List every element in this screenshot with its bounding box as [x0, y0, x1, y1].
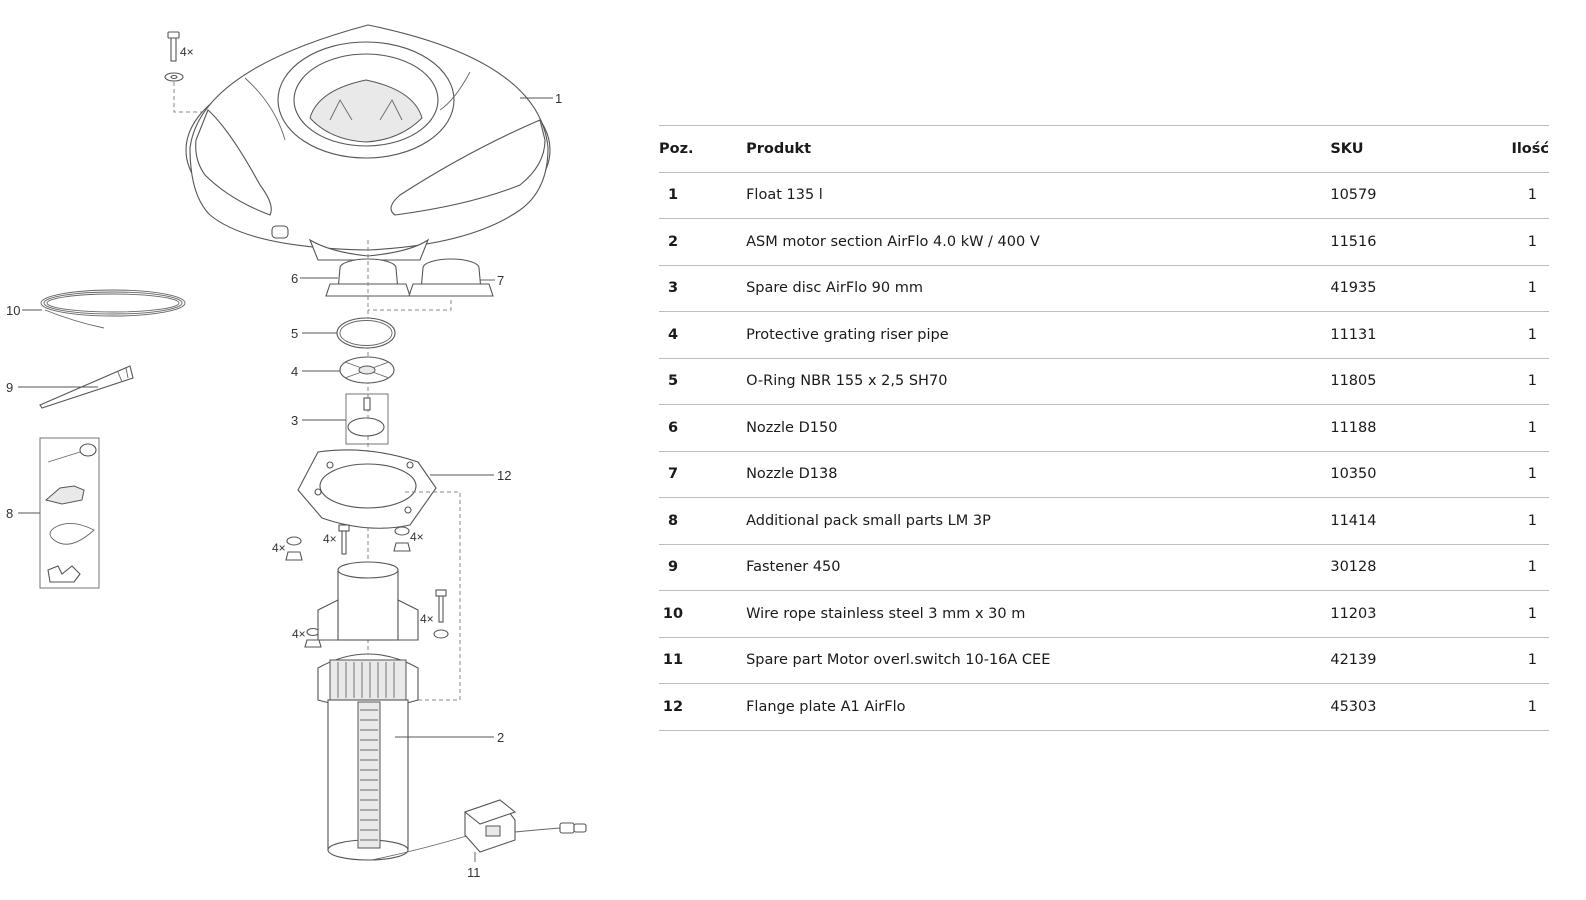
row-produkt: ASM motor section AirFlo 4.0 kW / 400 V	[746, 218, 1331, 266]
row-poz: 6	[667, 419, 679, 436]
row-produkt: Spare disc AirFlo 90 mm	[746, 265, 1331, 312]
wire-rope	[40, 289, 186, 329]
row-poz: 12	[662, 698, 684, 715]
row-sku: 11203	[1330, 590, 1489, 638]
row-produkt: Flange plate A1 AirFlo	[746, 683, 1331, 731]
qty-mark-nut-right: 4×	[410, 530, 424, 544]
spare-disc	[345, 393, 389, 445]
motor-section	[317, 561, 419, 861]
callout-1: 1	[555, 91, 562, 106]
row-poz: 3	[667, 280, 679, 297]
row-produkt: Spare part Motor overl.switch 10-16A CEE	[746, 637, 1331, 684]
row-ilosc: 1	[1488, 451, 1549, 498]
row-sku: 41935	[1330, 265, 1489, 312]
float-body	[185, 24, 551, 261]
motor-overload-switch	[371, 799, 587, 861]
qty-mark-nut-motor: 4×	[292, 627, 306, 641]
row-sku: 11805	[1330, 358, 1489, 405]
table-header-row: Poz. Produkt SKU Ilość	[659, 125, 1549, 173]
row-ilosc: 1	[1488, 265, 1549, 312]
row-produkt: Nozzle D138	[746, 451, 1331, 498]
table-row: 11 Spare part Motor overl.switch 10-16A C…	[659, 637, 1549, 684]
row-sku: 11188	[1330, 404, 1489, 452]
callout-2: 2	[497, 730, 504, 745]
qty-mark-bolt-motor: 4×	[420, 612, 434, 626]
callout-6: 6	[291, 271, 298, 286]
flange-plate	[297, 449, 461, 701]
callout-5: 5	[291, 326, 298, 341]
row-produkt: O-Ring NBR 155 x 2,5 SH70	[746, 358, 1331, 405]
callout-9: 9	[6, 380, 13, 395]
row-produkt: Nozzle D150	[746, 404, 1331, 452]
callout-10: 10	[6, 303, 20, 318]
qty-mark-top-bolt: 4×	[180, 45, 194, 59]
row-produkt: Fastener 450	[746, 544, 1331, 591]
row-poz: 9	[667, 559, 679, 576]
row-poz: 1	[667, 187, 679, 204]
callout-7: 7	[497, 273, 504, 288]
row-ilosc: 1	[1488, 497, 1549, 545]
callout-3: 3	[291, 413, 298, 428]
exploded-view-diagram: 4× 1 6 7 5 4	[6, 24, 587, 880]
callout-11: 11	[467, 865, 481, 880]
row-ilosc: 1	[1488, 358, 1549, 405]
header-produkt: Produkt	[746, 125, 1331, 173]
callout-8: 8	[6, 506, 13, 521]
header-poz: Poz.	[659, 125, 747, 173]
callout-4: 4	[291, 364, 298, 379]
row-ilosc: 1	[1488, 404, 1549, 452]
row-ilosc: 1	[1488, 311, 1549, 359]
row-ilosc: 1	[1488, 637, 1549, 684]
row-sku: 45303	[1330, 683, 1489, 731]
row-poz: 8	[667, 512, 679, 529]
callout-12: 12	[497, 468, 511, 483]
row-produkt: Protective grating riser pipe	[746, 311, 1331, 359]
qty-mark-bolt-flange: 4×	[323, 532, 337, 546]
row-sku: 11516	[1330, 218, 1489, 266]
row-poz: 4	[667, 326, 679, 343]
row-sku: 11414	[1330, 497, 1489, 545]
qty-mark-nut-left: 4×	[272, 541, 286, 555]
flange-fasteners	[285, 524, 449, 648]
row-sku: 30128	[1330, 544, 1489, 591]
protective-grating	[339, 356, 395, 384]
row-sku: 11131	[1330, 311, 1489, 359]
row-ilosc: 1	[1488, 683, 1549, 731]
row-produkt: Wire rope stainless steel 3 mm x 30 m	[746, 590, 1331, 638]
o-ring	[336, 317, 396, 349]
row-poz: 5	[667, 373, 679, 390]
row-produkt: Additional pack small parts LM 3P	[746, 497, 1331, 545]
header-sku: SKU	[1330, 125, 1489, 173]
row-poz: 10	[662, 605, 684, 622]
row-sku: 10350	[1330, 451, 1489, 498]
row-ilosc: 1	[1488, 544, 1549, 591]
row-poz: 11	[662, 652, 684, 669]
row-sku: 10579	[1330, 172, 1489, 219]
row-produkt: Float 135 l	[746, 172, 1331, 219]
nozzle-d138	[368, 258, 494, 311]
header-ilosc: Ilość	[1488, 125, 1549, 173]
row-ilosc: 1	[1488, 590, 1549, 638]
row-poz: 7	[667, 466, 679, 483]
row-sku: 42139	[1330, 637, 1489, 684]
small-parts-pack	[39, 437, 100, 589]
row-ilosc: 1	[1488, 172, 1549, 219]
table-row: 2 ASM motor section AirFlo 4.0 kW / 400 V…	[659, 218, 1549, 266]
row-ilosc: 1	[1488, 218, 1549, 266]
row-poz: 2	[667, 233, 679, 250]
